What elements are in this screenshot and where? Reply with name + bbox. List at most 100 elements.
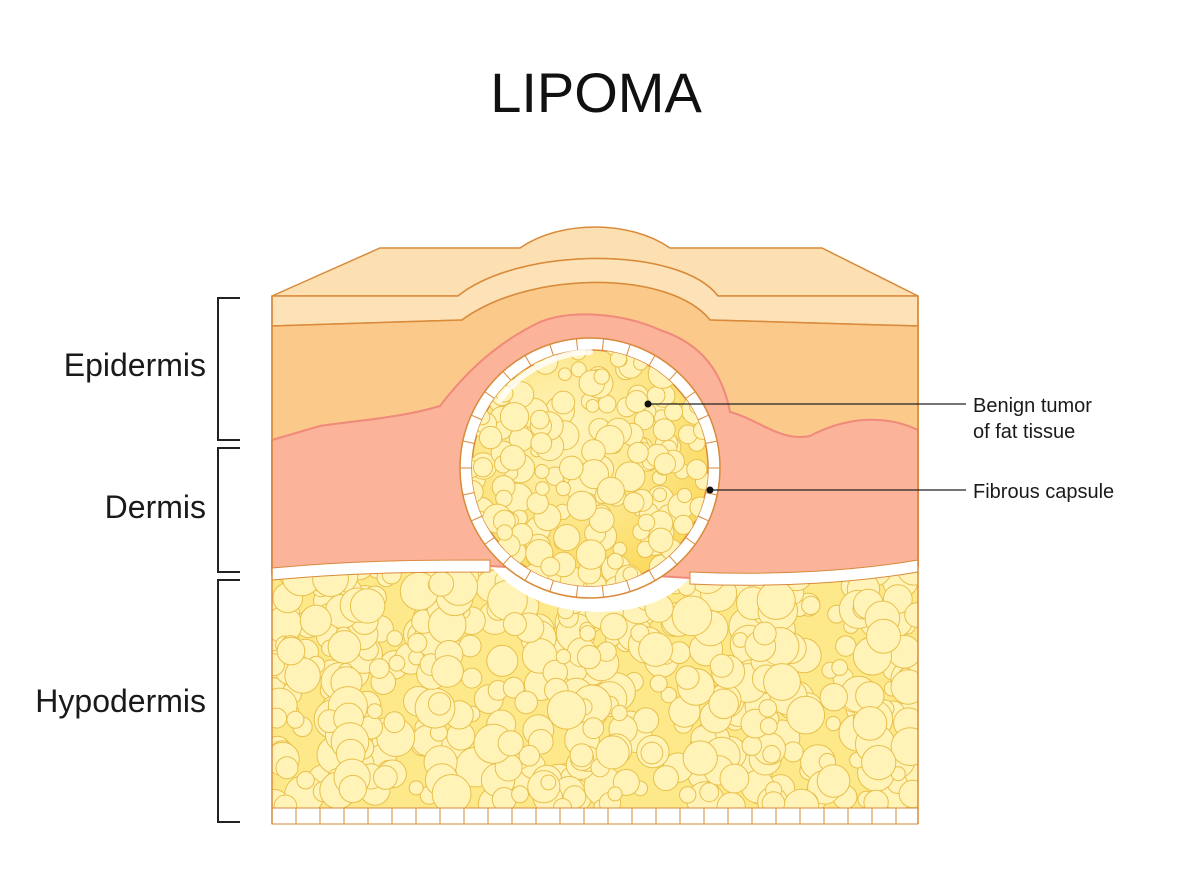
epidermis-bracket [217,297,240,441]
fat-cell [588,507,615,533]
fat-cell [575,539,607,570]
fat-cell [514,690,539,715]
capsule-segment [502,555,512,565]
fat-cell [652,418,676,442]
fat-cell [699,782,720,803]
fat-cell [558,367,572,382]
capsule-segment [549,344,554,356]
hypodermis-label: Hypodermis [35,683,206,719]
capsule-segment [697,515,710,522]
fat-cell [502,612,527,637]
fat-cell [428,571,455,597]
fat-cell [478,425,503,450]
fat-cell [819,683,848,712]
dermis-label: Dermis [105,489,206,525]
fat-cell [497,730,524,757]
fat-cell [633,409,655,431]
fat-cell [272,653,285,677]
fat-cell [835,635,857,657]
fat-cell [373,765,398,790]
capsule-segment [685,536,696,545]
fat-cell [866,618,901,654]
fat-cell [408,780,424,796]
capsule-segment [668,371,678,381]
capsule-segment [462,440,475,444]
fat-cell [499,402,530,432]
fat-cell [570,361,587,378]
fat-cell [801,595,821,616]
fat-cell [600,612,628,641]
fat-cell [625,390,649,413]
capsule-segment [668,555,678,565]
fat-cell [649,674,668,693]
fat-cell [553,524,581,552]
fat-cell [383,711,406,734]
fat-cell [673,514,694,535]
fat-cell [596,476,625,505]
fat-cell [327,630,362,664]
fat-cell [366,703,383,719]
fat-cell [611,704,628,722]
capsule-segment [697,414,710,421]
fat-cell [623,492,645,514]
fat-cell [741,735,763,757]
capsule-segment [484,391,495,400]
fat-cell [709,653,734,678]
capsule-segments [460,338,720,598]
fat-cell [890,727,918,766]
fat-cell [534,464,550,479]
fat-cell [638,632,673,667]
fat-cell [486,644,519,677]
fat-cell [276,636,306,666]
fat-cell [686,459,708,480]
fat-cell [496,524,513,541]
fat-cell [272,707,288,729]
capsule-segment [685,391,696,400]
fat-cell [758,699,778,718]
fat-cell [627,441,649,464]
fat-cell [579,625,597,642]
fat-cell [502,676,525,699]
hypodermis-membrane [271,559,491,581]
fat-cell [786,695,826,735]
fat-cell [719,763,750,794]
capsule-segment [575,338,579,351]
fat-cell [675,665,700,690]
fat-cell [431,655,464,688]
fat-cell [640,741,664,765]
tumor-leader-dot [644,400,652,408]
fat-cell [275,756,299,780]
fat-cell [852,706,888,741]
fat-cell [898,779,918,808]
fat-cell [585,399,600,413]
bottom-strip-cells [295,808,897,824]
fat-cell [535,481,550,496]
fat-cell [555,481,571,497]
capsule-segment [462,492,475,496]
fat-cell [530,409,550,430]
capsule-leader-dot [706,486,714,494]
fat-cell [368,658,390,679]
fat-cell [296,771,315,790]
fat-cell [546,690,587,730]
fat-cell [286,710,305,729]
fat-cell [518,744,541,767]
fat-cell [752,621,777,646]
fat-cell [388,654,406,672]
fat-cell [762,745,781,764]
fat-cell [607,786,623,802]
fat-cell [890,669,918,705]
capsule-segment [484,536,495,545]
epidermis-label: Epidermis [64,347,206,383]
fat-cell [679,786,697,804]
fat-cell [595,735,630,770]
fat-cell [540,556,561,577]
fat-cell [855,681,885,711]
fat-cell [557,602,575,620]
bottom-strip [271,807,919,825]
capsule-segment [549,580,554,592]
fat-cell [676,487,693,504]
fat-cell [708,688,740,720]
